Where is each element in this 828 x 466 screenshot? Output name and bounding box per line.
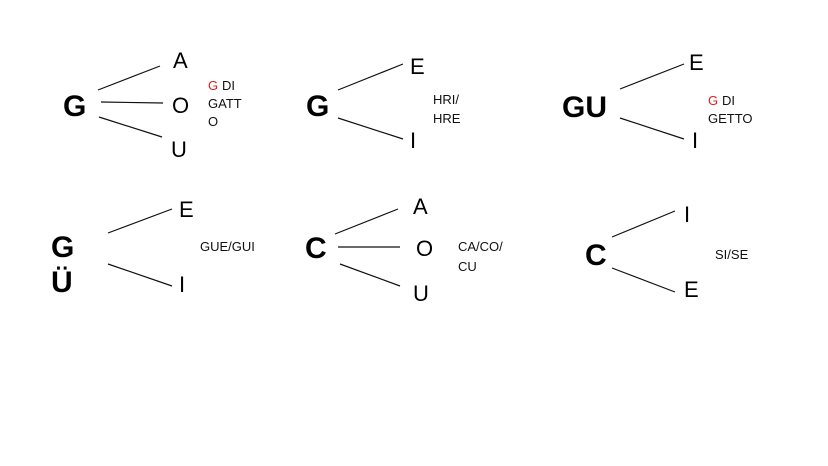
root-letter: GU bbox=[562, 91, 607, 124]
diagram-c-aou: C A O U CA/CO/ CU bbox=[305, 194, 503, 306]
note-highlight: G bbox=[708, 93, 718, 108]
note-line: O bbox=[208, 114, 218, 129]
branch-line bbox=[337, 63, 404, 91]
branch-line bbox=[611, 210, 676, 238]
branch-line bbox=[107, 208, 173, 234]
branch-letter: E bbox=[179, 197, 194, 222]
branch-letter: A bbox=[413, 194, 428, 219]
note-highlight: G bbox=[208, 78, 218, 93]
note-line: HRE bbox=[433, 111, 461, 126]
diagram-gu-ei: GU E I G DI GETTO bbox=[562, 50, 753, 153]
note-line: DI bbox=[722, 93, 735, 108]
root-letter: G bbox=[51, 231, 74, 264]
root-letter: C bbox=[305, 232, 327, 265]
branch-letter: I bbox=[692, 128, 698, 153]
branch-letter: O bbox=[172, 93, 189, 118]
root-letter: G bbox=[63, 90, 86, 123]
note-line: SI/SE bbox=[715, 247, 749, 262]
branch-line bbox=[619, 117, 685, 140]
branch-line bbox=[339, 263, 401, 287]
root-letter: C bbox=[585, 239, 607, 272]
branch-letter: I bbox=[179, 272, 185, 297]
branch-letter: U bbox=[413, 281, 429, 306]
branch-letter: O bbox=[416, 236, 433, 261]
note-line: DI bbox=[222, 78, 235, 93]
note-line: GUE/GUI bbox=[200, 239, 255, 254]
note-line: CA/CO/ bbox=[458, 239, 503, 254]
diagram-c-ie: C I E SI/SE bbox=[585, 202, 749, 302]
branch-line bbox=[611, 267, 676, 293]
branch-line bbox=[337, 117, 404, 140]
note-line: GETTO bbox=[708, 111, 753, 126]
branch-line bbox=[98, 116, 163, 138]
note-line: HRI/ bbox=[433, 92, 459, 107]
note-line: GATT bbox=[208, 96, 242, 111]
branch-letter: E bbox=[684, 277, 699, 302]
branch-line bbox=[107, 263, 173, 287]
note-line: CU bbox=[458, 259, 477, 274]
diagram-gu-umlaut-ei: G Ü E I GUE/GUI bbox=[51, 197, 255, 299]
branch-line bbox=[97, 65, 161, 91]
root-letter: Ü bbox=[51, 266, 73, 299]
root-letter: G bbox=[306, 90, 329, 123]
diagram-g-aou: G A O U G DI GATT O bbox=[63, 48, 242, 162]
branch-line bbox=[100, 101, 164, 104]
branch-letter: A bbox=[173, 48, 188, 73]
branch-line bbox=[619, 63, 685, 90]
branch-letter: E bbox=[410, 54, 425, 79]
branch-letter: I bbox=[684, 202, 690, 227]
diagram-g-ei: G E I HRI/ HRE bbox=[306, 54, 461, 153]
branch-letter: U bbox=[171, 137, 187, 162]
branch-letter: I bbox=[410, 128, 416, 153]
branch-line bbox=[334, 208, 399, 235]
branch-letter: E bbox=[689, 50, 704, 75]
